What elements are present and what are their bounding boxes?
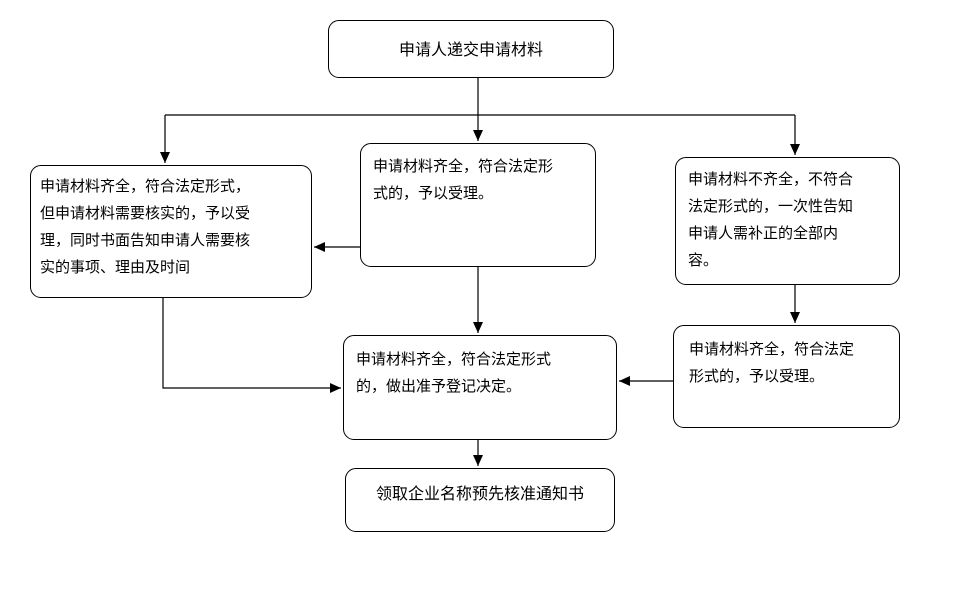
node-accept-complete-materials: 申请材料齐全，符合法定形 式的，予以受理。 <box>360 143 596 267</box>
node-accept-after-correction: 申请材料齐全，符合法定 形式的，予以受理。 <box>673 325 900 428</box>
node-accept-with-verification: 申请材料齐全，符合法定形式， 但申请材料需要核实的，予以受 理，同时书面告知申请… <box>30 165 312 298</box>
node-incomplete-materials-notice: 申请材料不齐全，不符合 法定形式的，一次性告知 申请人需补正的全部内 容。 <box>675 157 900 285</box>
node-registration-decision: 申请材料齐全，符合法定形式 的，做出准予登记决定。 <box>343 335 617 440</box>
edge-verify-to-decision <box>162 298 341 393</box>
node-submit-application: 申请人递交申请材料 <box>328 20 614 78</box>
node-receive-approval-notice: 领取企业名称预先核准通知书 <box>345 468 615 532</box>
